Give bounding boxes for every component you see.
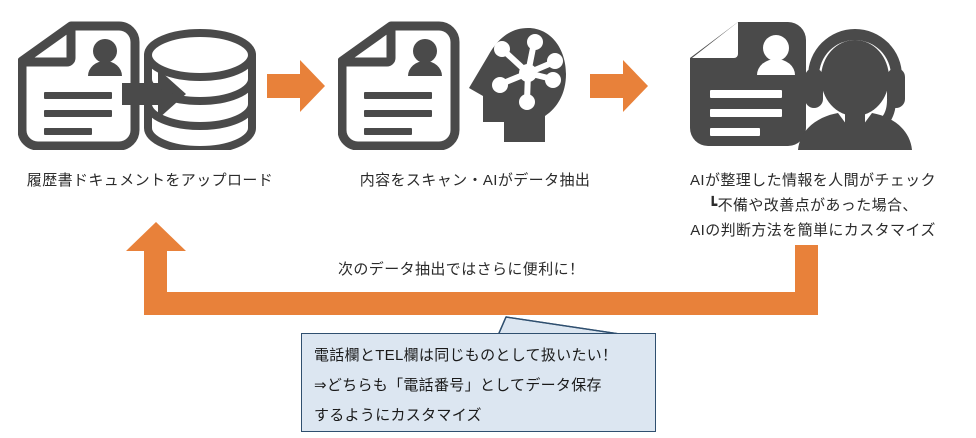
step-human-check-icons <box>688 18 914 150</box>
feedback-loop-arrow-head-svg <box>126 222 186 251</box>
step-human-check-label-line-2: ┗不備や改善点があった場合、 <box>708 197 918 214</box>
resume-avatar-icon <box>757 35 795 75</box>
feedback-loop-left-segment <box>144 248 167 300</box>
step-upload-label-line-1: 履歴書ドキュメントをアップロード <box>26 172 274 189</box>
neural-network-icon <box>492 34 563 110</box>
step-upload-label: 履歴書ドキュメントをアップロード <box>0 168 300 193</box>
flow-arrow-1-icon <box>267 60 325 112</box>
resume-text-lines-icon <box>710 90 782 136</box>
feedback-loop-horizontal-segment <box>144 292 818 315</box>
step-human-check-label: AIが整理した情報を人間がチェック ┗不備や改善点があった場合、 AIの判断方法… <box>650 168 976 243</box>
resume-avatar-icon <box>88 39 122 76</box>
support-agent-headset-icon <box>798 29 912 150</box>
human-check-icon-group <box>690 22 912 150</box>
callout-text: 電話欄とTEL欄は同じものとして扱いたい！ ⇒どちらも「電話番号」としてデータ保… <box>314 341 617 431</box>
flow-arrow-2 <box>590 60 648 112</box>
callout-line-1: 電話欄とTEL欄は同じものとして扱いたい！ <box>314 347 618 364</box>
step-human-check-label-line-1: AIが整理した情報を人間がチェック <box>690 172 936 189</box>
step-human-check-label-line-3: AIの判断方法を簡単にカスタマイズ <box>690 222 936 239</box>
flow-arrow-2-icon <box>590 60 648 112</box>
resume-document-icon <box>18 21 140 150</box>
resume-document-icon <box>338 21 460 150</box>
resume-text-lines-icon <box>44 92 112 135</box>
resume-document-filled-icon <box>690 22 806 146</box>
callout-line-2: ⇒どちらも「電話番号」としてデータ保存 <box>314 377 602 394</box>
ai-brain-head-icon <box>469 28 566 142</box>
upload-icon-group <box>18 21 256 150</box>
feedback-loop-label: 次のデータ抽出ではさらに便利に！ <box>338 261 585 278</box>
resume-text-lines-icon <box>364 92 432 135</box>
scan-icon-group <box>338 21 566 150</box>
flow-arrow-1 <box>267 60 325 112</box>
feedback-loop-arrow-head-icon <box>126 222 186 252</box>
step-scan-label: 内容をスキャン・AIがデータ抽出 <box>330 168 620 193</box>
callout-box <box>301 333 656 432</box>
database-icon <box>144 29 256 150</box>
resume-avatar-icon <box>408 39 442 76</box>
step-scan-icons <box>338 18 566 150</box>
callout-line-3: するようにカスタマイズ <box>314 407 482 424</box>
step-upload-icons <box>18 18 258 150</box>
step-scan-label-line-1: 内容をスキャン・AIがデータ抽出 <box>359 172 591 189</box>
